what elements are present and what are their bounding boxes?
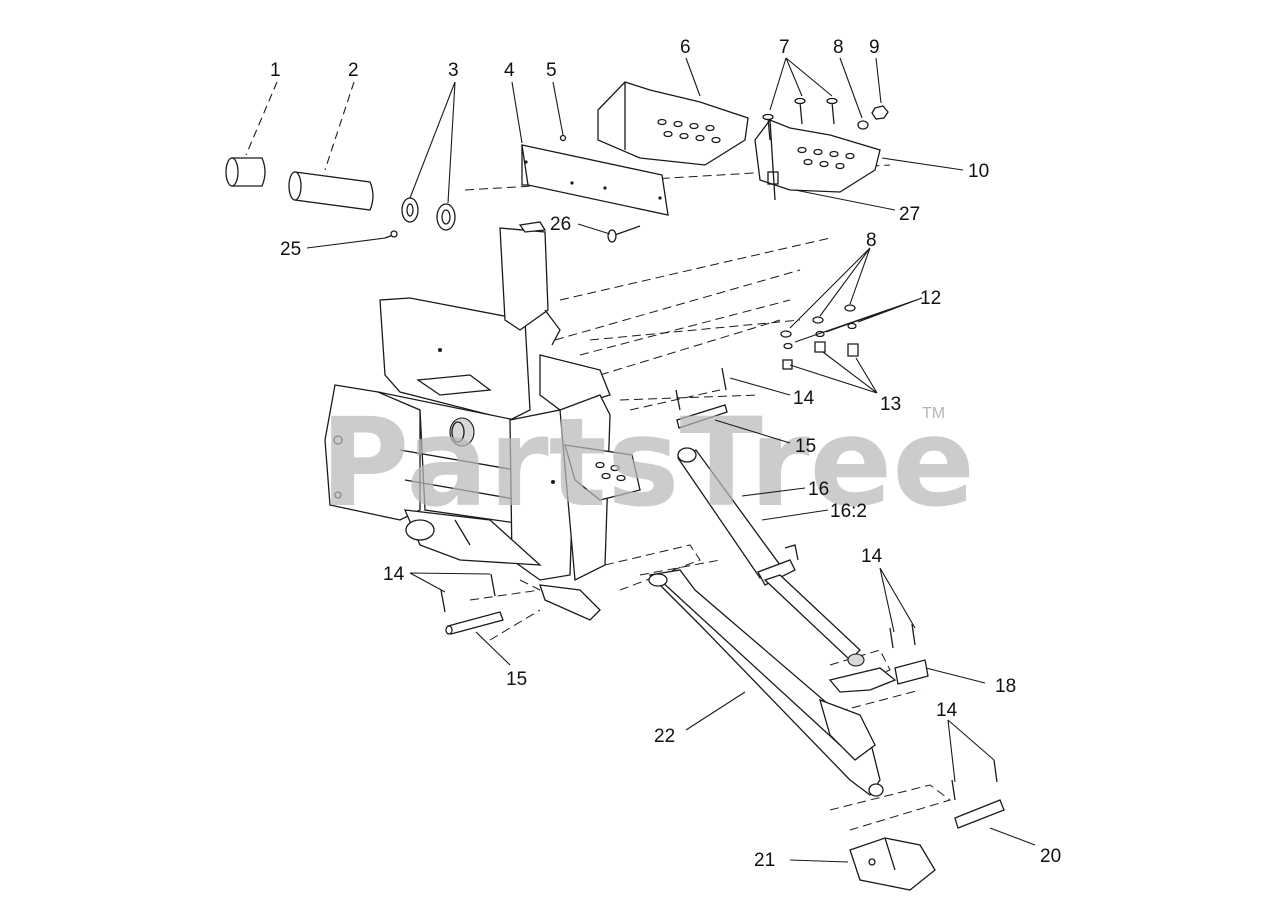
callout-13: 13 bbox=[880, 394, 901, 415]
callout-9: 9 bbox=[869, 37, 880, 58]
hydraulic-cylinder bbox=[677, 447, 865, 667]
spacer-set bbox=[782, 341, 859, 370]
callout-14-left: 14 bbox=[383, 564, 405, 585]
callout-7: 7 bbox=[779, 37, 790, 58]
callout-14-bottom: 14 bbox=[936, 700, 958, 721]
carriage-bolt-26 bbox=[607, 225, 641, 243]
callout-3: 3 bbox=[448, 60, 459, 81]
foot-plate-center bbox=[597, 81, 749, 166]
watermark-text: PartsTree bbox=[320, 392, 975, 534]
callout-8-top: 8 bbox=[833, 37, 844, 58]
leader-lines bbox=[245, 57, 1036, 863]
callout-5: 5 bbox=[546, 60, 557, 81]
callout-15-upper: 15 bbox=[795, 436, 816, 457]
callout-14-upper: 14 bbox=[793, 388, 815, 409]
pin-20 bbox=[951, 759, 1005, 829]
callout-2: 2 bbox=[348, 60, 359, 81]
pivot-pin-lower bbox=[445, 611, 504, 635]
callout-20: 20 bbox=[1040, 846, 1061, 867]
callout-16: 16 bbox=[808, 479, 829, 500]
mount-bracket-plate bbox=[521, 134, 669, 216]
callout-1: 1 bbox=[270, 60, 281, 81]
callout-27: 27 bbox=[899, 204, 920, 225]
callout-18: 18 bbox=[995, 676, 1016, 697]
callout-26: 26 bbox=[550, 214, 571, 235]
clevis-bracket bbox=[849, 837, 936, 891]
washer-nut bbox=[857, 105, 889, 130]
callout-25: 25 bbox=[280, 239, 301, 260]
main-frame bbox=[324, 221, 641, 621]
callout-22: 22 bbox=[654, 726, 675, 747]
callout-15-lower: 15 bbox=[506, 669, 527, 690]
bushing-short bbox=[225, 157, 266, 187]
foot-plate-right bbox=[754, 119, 881, 201]
callout-labels: 1 2 3 4 5 6 7 8 9 10 27 26 25 8 12 14 13… bbox=[270, 37, 1061, 871]
callout-12: 12 bbox=[920, 288, 941, 309]
callout-10: 10 bbox=[968, 161, 989, 182]
callout-8-right: 8 bbox=[866, 230, 877, 251]
spacer-rings bbox=[401, 197, 456, 231]
callout-6: 6 bbox=[680, 37, 691, 58]
callout-16-2: 16:2 bbox=[830, 501, 867, 522]
lift-arm bbox=[648, 569, 897, 797]
bushing-long bbox=[288, 171, 374, 211]
washer-set bbox=[780, 304, 856, 338]
callout-4: 4 bbox=[504, 60, 515, 81]
callout-21: 21 bbox=[754, 850, 775, 871]
callout-14-right: 14 bbox=[861, 546, 883, 567]
small-screw bbox=[384, 230, 398, 239]
pin-18 bbox=[889, 623, 929, 685]
carriage-bolts bbox=[762, 97, 838, 141]
watermark: PartsTree TM bbox=[320, 392, 975, 534]
hitch-pins bbox=[440, 367, 728, 613]
watermark-trademark: TM bbox=[922, 405, 945, 422]
